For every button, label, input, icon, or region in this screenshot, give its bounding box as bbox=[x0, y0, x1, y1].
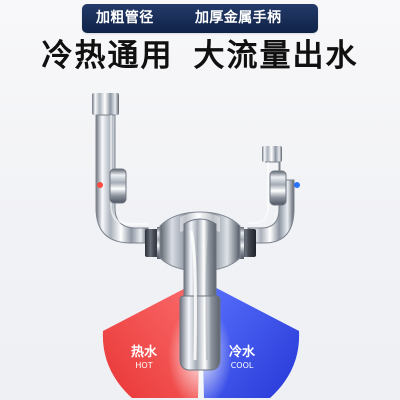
banner-feature-right: 加厚金属手柄 bbox=[195, 10, 282, 26]
cold-indicator-icon bbox=[294, 182, 300, 188]
hot-water-subtitle: HOT bbox=[135, 361, 153, 370]
hot-water-title: 热水 bbox=[131, 345, 158, 360]
faucet-handle bbox=[183, 218, 217, 308]
right-top-nut bbox=[262, 146, 282, 162]
cold-water-title: 冷水 bbox=[229, 345, 256, 360]
headline-right: 大流量出水 bbox=[193, 38, 359, 74]
cold-water-subtitle: COOL bbox=[230, 361, 254, 370]
main-headline: 冷热通用大流量出水 bbox=[0, 36, 400, 76]
feature-banner: 加粗管径 加厚金属手柄 bbox=[82, 4, 318, 33]
hot-water-label: 热水 HOT bbox=[131, 345, 157, 371]
banner-feature-left: 加粗管径 bbox=[96, 10, 154, 26]
hot-indicator-icon bbox=[97, 182, 103, 188]
left-pipe bbox=[95, 114, 149, 244]
left-valve-body bbox=[109, 168, 127, 204]
cold-water-label: 冷水 COOL bbox=[229, 345, 255, 371]
faucet-body bbox=[159, 211, 241, 371]
left-top-nut bbox=[92, 93, 119, 115]
right-valve-body bbox=[269, 170, 287, 206]
faucet-spout bbox=[179, 295, 221, 371]
headline-left: 冷热通用 bbox=[41, 38, 174, 74]
